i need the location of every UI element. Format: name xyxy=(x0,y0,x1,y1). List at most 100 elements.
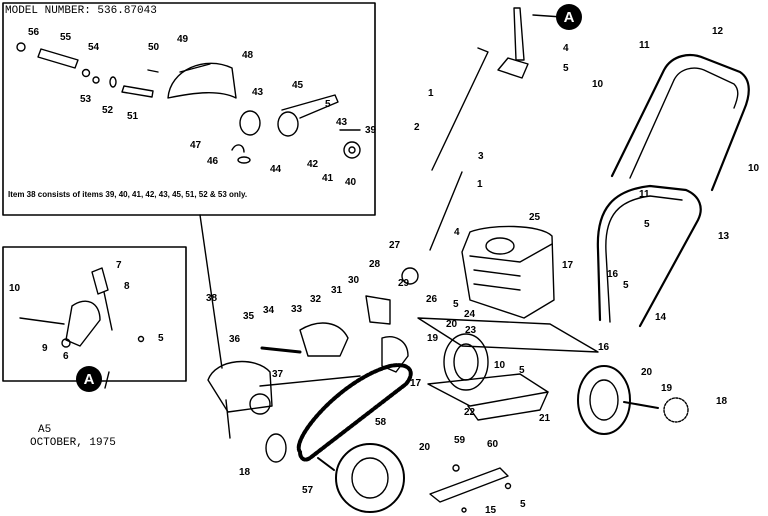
part-5-washer-bottom xyxy=(504,482,512,490)
part-20-wheel-center-hub xyxy=(453,343,479,381)
part-label: 39 xyxy=(365,125,377,136)
part-label: 18 xyxy=(716,396,728,407)
part-59-nut xyxy=(452,464,460,472)
part-label: 58 xyxy=(375,417,387,428)
part-51-shaft xyxy=(121,85,154,98)
part-28-pulley xyxy=(401,267,419,285)
part-38-blade-housing xyxy=(207,360,273,413)
detail-a-inset-box xyxy=(2,246,187,382)
part-55-tube xyxy=(37,48,79,69)
part-label: 20 xyxy=(419,442,431,453)
part-label: 45 xyxy=(292,80,304,91)
part-label: 16 xyxy=(598,342,610,353)
part-20-wheel-front-hub xyxy=(351,457,389,499)
part-4-control-lever xyxy=(513,7,525,61)
part-label: 31 xyxy=(331,285,343,296)
part-label: 38 xyxy=(206,293,218,304)
part-13-lower-handle xyxy=(596,184,702,328)
part-9-nut xyxy=(61,338,71,348)
part-label: 15 xyxy=(485,505,497,516)
part-label: 6 xyxy=(63,351,69,362)
part-label: 43 xyxy=(252,87,264,98)
part-53-washer xyxy=(92,76,100,84)
leader-38 xyxy=(199,214,223,369)
part-label: 59 xyxy=(454,435,466,446)
part-8-rod xyxy=(103,291,113,331)
part-label: 21 xyxy=(539,413,551,424)
part-label: 53 xyxy=(80,94,92,105)
part-60-bracket xyxy=(429,467,509,503)
part-57-bolt xyxy=(317,457,335,471)
part-label: 42 xyxy=(307,159,319,170)
part-label: 4 xyxy=(454,227,460,238)
part-label: 43 xyxy=(336,117,348,128)
inset-note: Item 38 consists of items 39, 40, 41, 42… xyxy=(8,190,248,199)
part-label: 13 xyxy=(718,231,730,242)
part-label: 40 xyxy=(345,177,357,188)
part-20-wheel-center xyxy=(443,333,489,391)
part-label: 4 xyxy=(563,43,569,54)
part-52-bearing xyxy=(109,76,117,88)
model-number: MODEL NUMBER: 536.87043 xyxy=(5,5,157,17)
part-45-arm xyxy=(281,94,339,119)
callout-a-inset: A xyxy=(76,366,102,392)
part-46-washer xyxy=(237,156,251,164)
part-label: 8 xyxy=(124,281,130,292)
footer-code: A5 xyxy=(38,424,52,436)
part-label: 47 xyxy=(190,140,202,151)
part-label: 19 xyxy=(661,383,673,394)
part-label: 41 xyxy=(322,173,334,184)
part-label: 27 xyxy=(389,240,401,251)
part-20-wheel-right xyxy=(577,365,631,435)
part-label: 19 xyxy=(427,333,439,344)
part-label: 3 xyxy=(478,151,484,162)
part-label: 52 xyxy=(102,105,114,116)
part-label: 9 xyxy=(42,343,48,354)
part-label: 5 xyxy=(520,499,526,510)
part-label: 60 xyxy=(487,439,499,450)
part-22-axle-plate xyxy=(427,373,549,407)
part-40-pulley xyxy=(343,141,361,159)
part-47-clip xyxy=(231,144,245,153)
part-36-spring xyxy=(260,346,302,354)
part-label: 51 xyxy=(127,111,139,122)
part-label: 17 xyxy=(562,260,574,271)
part-label: 34 xyxy=(263,305,275,316)
part-56-nut xyxy=(16,42,26,52)
part-label: 20 xyxy=(641,367,653,378)
lever-bracket xyxy=(497,57,529,79)
part-label: 5 xyxy=(519,365,525,376)
part-label: 20 xyxy=(446,319,458,330)
part-label: 35 xyxy=(243,311,255,322)
part-48-blade-guard xyxy=(167,62,237,99)
part-25-engine xyxy=(461,225,555,319)
frame-deck xyxy=(417,317,599,353)
housing-pulley xyxy=(249,393,271,415)
part-37-rod xyxy=(259,375,361,387)
part-label: 55 xyxy=(60,32,72,43)
part-20-wheel-right-hub xyxy=(589,379,619,421)
part-label: 48 xyxy=(242,50,254,61)
part-6-bracket xyxy=(65,300,101,347)
callout-a-top: A xyxy=(556,4,582,30)
part-32-bracket xyxy=(299,322,349,357)
part-label: 18 xyxy=(239,467,251,478)
part-label: 25 xyxy=(529,212,541,223)
part-18-hubcap-left xyxy=(265,433,287,463)
part-20-wheel-front xyxy=(335,443,405,513)
part-label: 5 xyxy=(158,333,164,344)
part-label: 5 xyxy=(644,219,650,230)
part-21-bracket xyxy=(467,391,549,421)
part-label: 10 xyxy=(592,79,604,90)
part-label: 16 xyxy=(607,269,619,280)
part-label: 30 xyxy=(348,275,360,286)
part-label: 32 xyxy=(310,294,322,305)
part-label: 23 xyxy=(465,325,477,336)
part-label: 36 xyxy=(229,334,241,345)
part-label: 46 xyxy=(207,156,219,167)
part-13-inner xyxy=(605,195,683,323)
part-40-pulley-center xyxy=(348,146,356,154)
footer-date: OCTOBER, 1975 xyxy=(30,437,116,449)
part-label: 29 xyxy=(398,278,410,289)
